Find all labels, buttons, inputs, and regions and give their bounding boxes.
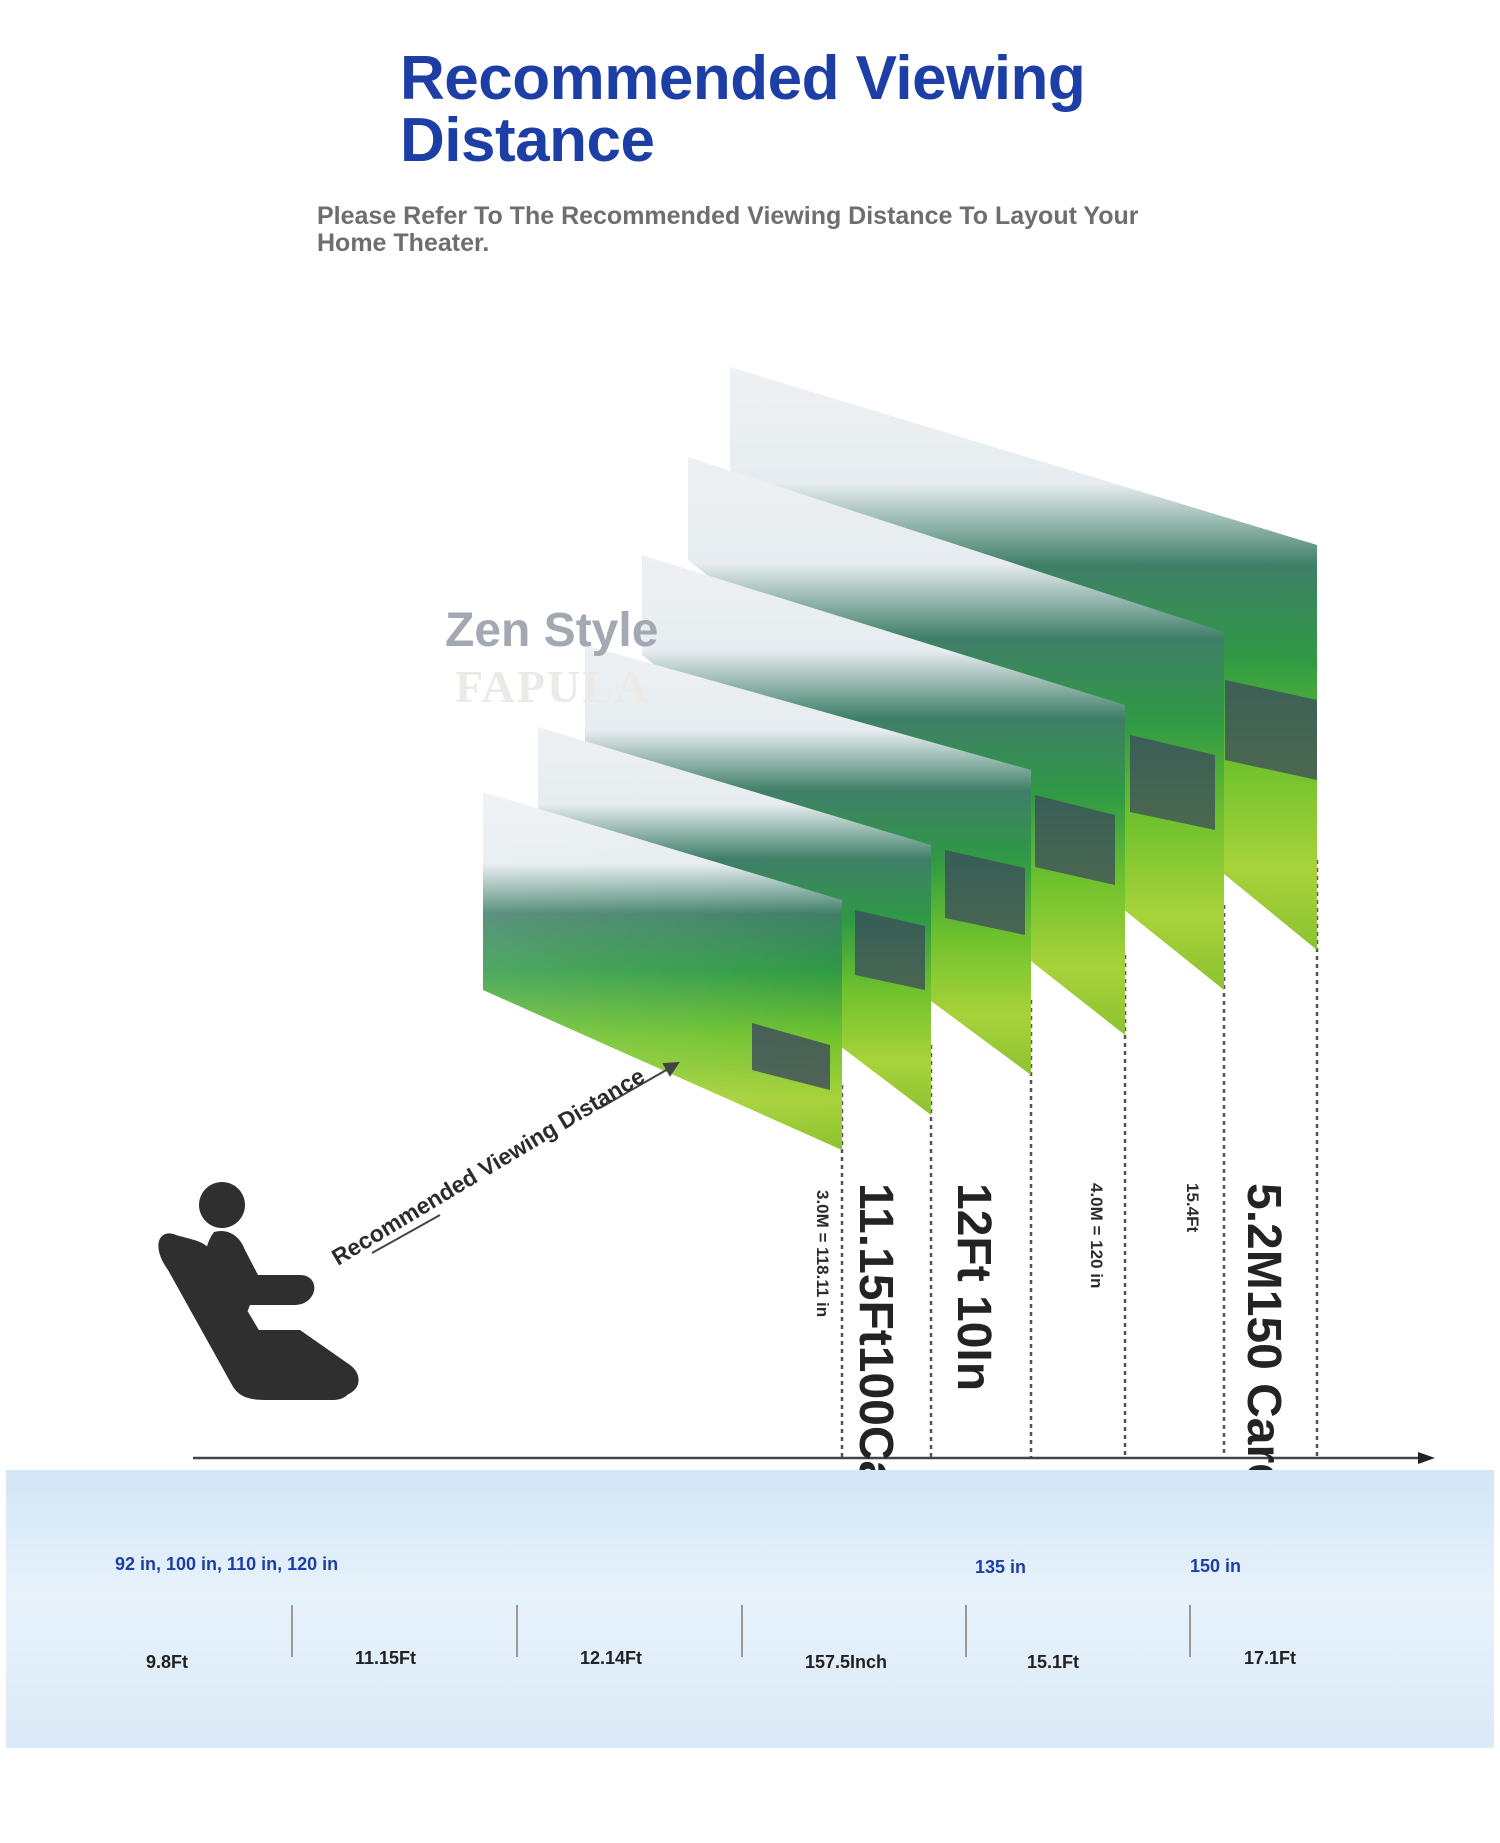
brand-watermark: Zen Style [445, 604, 659, 657]
screen-label-6: 5.2M150 Card [1237, 1183, 1290, 1493]
viewer-icon [158, 1182, 359, 1400]
size-distance-band [6, 1470, 1494, 1748]
size-group-1: 92 in, 100 in, 110 in, 120 in [115, 1554, 339, 1574]
distance-value-4: 157.5Inch [805, 1652, 888, 1672]
screen-label-5: 15.4Ft [1183, 1183, 1202, 1233]
page-title: Recommended Viewing Distance [400, 44, 1086, 175]
distance-value-3: 12.14Ft [580, 1648, 643, 1668]
size-group-3: 150 in [1190, 1556, 1242, 1576]
distance-markers [840, 860, 1319, 1458]
distance-value-5: 15.1Ft [1027, 1652, 1080, 1672]
separator [1189, 1605, 1191, 1657]
floor-axis [193, 1452, 1435, 1464]
screen-1 [483, 792, 842, 1150]
screen-label-3: 12Ft 10In [947, 1183, 1000, 1392]
separator [516, 1605, 518, 1657]
screen-label-4: 4.0M = 120 in [1087, 1183, 1106, 1289]
separator [965, 1605, 967, 1657]
page-subtitle: Please Refer To The Recommended Viewing … [317, 202, 1139, 257]
screen-label-1: 3.0M = 118.11 in [813, 1190, 832, 1318]
distance-value-1: 9.8Ft [146, 1652, 189, 1672]
separator [741, 1605, 743, 1657]
separator [291, 1605, 293, 1657]
distance-value-2: 11.15Ft [355, 1648, 417, 1668]
distance-value-6: 17.1Ft [1244, 1648, 1297, 1668]
viewing-arrow [371, 1061, 680, 1254]
axis-arrowhead [1418, 1452, 1435, 1464]
size-group-2: 135 in [975, 1557, 1027, 1577]
ghost-watermark: FAPULA [455, 661, 651, 712]
